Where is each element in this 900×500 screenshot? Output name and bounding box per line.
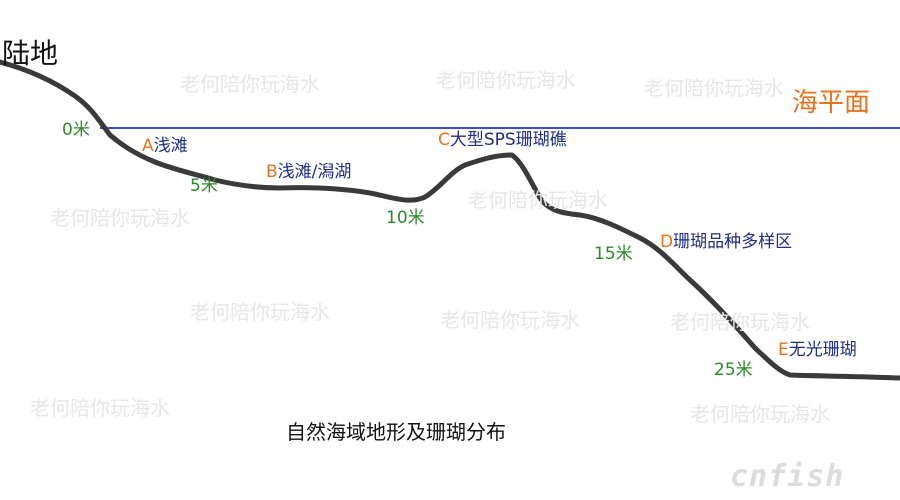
watermark: 老何陪你玩海水	[30, 396, 170, 420]
watermark: 老何陪你玩海水	[440, 308, 580, 332]
depth-mark-5m: 5米	[190, 176, 218, 196]
zone-label-c: C大型SPS珊瑚礁	[438, 132, 567, 149]
zone-name: 珊瑚品种多样区	[673, 232, 793, 252]
zone-letter: C	[438, 130, 450, 150]
watermark: 老何陪你玩海水	[436, 68, 576, 92]
watermark: 老何陪你玩海水	[468, 188, 608, 212]
zone-letter: A	[142, 136, 154, 156]
zone-letter: B	[266, 162, 278, 182]
zone-name: 大型SPS珊瑚礁	[449, 130, 567, 150]
zone-label-e: E无光珊瑚	[778, 342, 857, 359]
watermark: 老何陪你玩海水	[190, 300, 330, 324]
zone-name: 浅滩	[153, 136, 188, 156]
diagram-caption: 自然海域地形及珊瑚分布	[286, 420, 506, 444]
depth-mark-25m: 25米	[714, 360, 753, 380]
watermark: 老何陪你玩海水	[670, 310, 810, 334]
watermark: 老何陪你玩海水	[690, 402, 830, 426]
zone-name: 浅滩/潟湖	[277, 162, 352, 182]
land-label: 陆地	[2, 37, 59, 70]
zone-letter: E	[778, 340, 789, 360]
zone-name: 无光珊瑚	[788, 340, 857, 360]
watermark: 老何陪你玩海水	[644, 76, 784, 100]
zone-label-d: D珊瑚品种多样区	[660, 234, 792, 251]
depth-mark-10m: 10米	[386, 208, 425, 228]
depth-mark-15m: 15米	[594, 244, 633, 264]
watermark: 老何陪你玩海水	[180, 72, 320, 96]
site-logo-watermark: cnfish	[730, 459, 845, 494]
zone-letter: D	[660, 232, 674, 252]
seabed-profile-line	[0, 59, 900, 381]
zone-label-b: B浅滩/潟湖	[266, 164, 351, 181]
watermark: 老何陪你玩海水	[50, 206, 190, 230]
sea-level-label: 海平面	[792, 88, 871, 118]
depth-mark-0m: 0米	[62, 120, 90, 140]
zone-label-a: A浅滩	[142, 138, 188, 155]
